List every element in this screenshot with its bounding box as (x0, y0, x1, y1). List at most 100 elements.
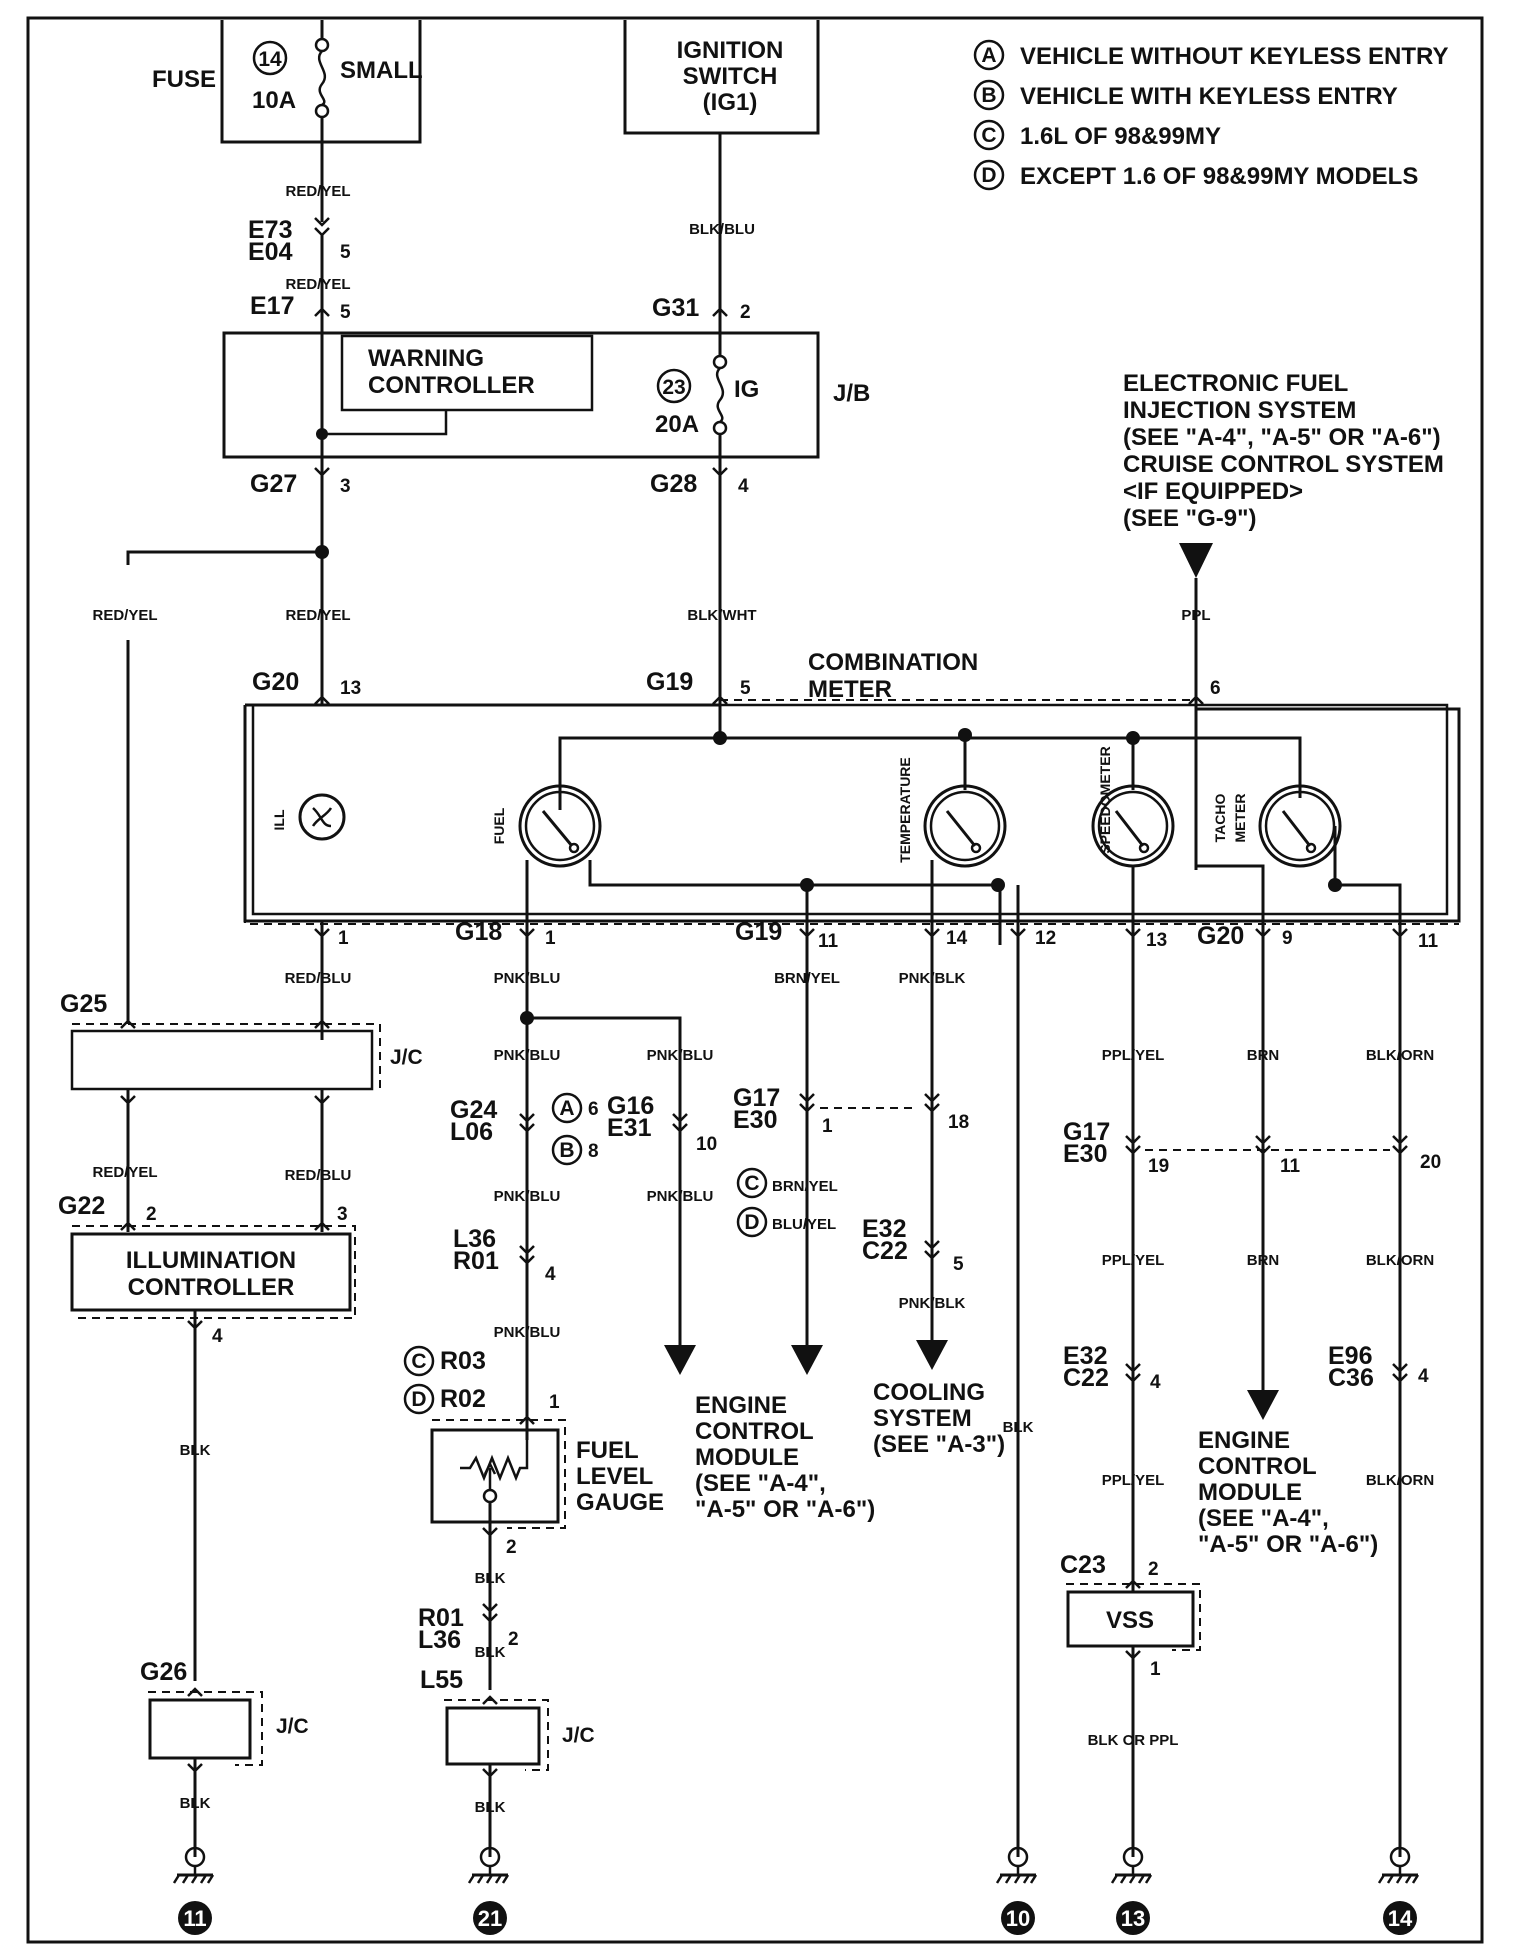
svg-text:4: 4 (1418, 1366, 1429, 1387)
ignition-switch: IGNITION SWITCH (IG1) (623, 20, 820, 135)
svg-text:<IF EQUIPPED>: <IF EQUIPPED> (1123, 478, 1303, 505)
svg-text:BLK OR PPL: BLK OR PPL (1088, 1732, 1179, 1749)
svg-text:8: 8 (588, 1141, 599, 1162)
conn-e30a: E30 (733, 1106, 777, 1134)
svg-text:6: 6 (588, 1099, 599, 1120)
ecm-note-1: ENGINE CONTROL MODULE (SEE "A-4", "A-5" … (695, 1392, 875, 1523)
svg-text:BRN/YEL: BRN/YEL (772, 1178, 838, 1195)
conn-g18: G18 (455, 918, 502, 946)
conn-l36a: L36 (453, 1225, 496, 1253)
svg-text:5: 5 (340, 302, 351, 323)
svg-text:(SEE "A-4",: (SEE "A-4", (1198, 1505, 1329, 1532)
svg-text:D: D (411, 1388, 426, 1411)
svg-text:"A-5" OR "A-6"): "A-5" OR "A-6") (695, 1496, 875, 1523)
conn-e30b: E30 (1063, 1140, 1107, 1168)
svg-text:BLK/WHT: BLK/WHT (687, 607, 756, 624)
conn-g25: G25 (60, 990, 107, 1018)
svg-text:MODULE: MODULE (1198, 1479, 1302, 1506)
illumination-controller: G22 2 3 ILLUMINATION CONTROLLER 4 (58, 1192, 356, 1347)
svg-text:4: 4 (212, 1326, 223, 1347)
svg-text:INJECTION SYSTEM: INJECTION SYSTEM (1123, 397, 1356, 424)
diagram-frame (26, 16, 1484, 1944)
svg-text:J/B: J/B (833, 380, 870, 407)
conn-g19b: G19 (735, 918, 782, 946)
svg-text:D: D (981, 164, 996, 187)
svg-text:1: 1 (338, 928, 349, 949)
svg-text:MODULE: MODULE (695, 1444, 799, 1471)
svg-text:1: 1 (1150, 1659, 1161, 1680)
svg-text:11: 11 (1418, 931, 1439, 952)
svg-text:ILL: ILL (271, 809, 287, 830)
svg-text:BLK/ORN: BLK/ORN (1366, 1252, 1434, 1269)
svg-text:PNK/BLU: PNK/BLU (494, 970, 561, 987)
svg-text:VEHICLE WITH KEYLESS ENTRY: VEHICLE WITH KEYLESS ENTRY (1020, 83, 1398, 110)
svg-text:14: 14 (946, 928, 968, 949)
svg-text:20A: 20A (655, 411, 699, 438)
svg-text:5: 5 (340, 242, 351, 263)
svg-text:11: 11 (818, 931, 839, 952)
svg-text:10: 10 (696, 1134, 717, 1155)
svg-text:6: 6 (1210, 678, 1221, 699)
fuse-box: FUSE 14 10A SMALL (152, 20, 423, 144)
svg-text:1: 1 (822, 1116, 833, 1137)
svg-text:BRN/YEL: BRN/YEL (774, 970, 840, 987)
legend: A VEHICLE WITHOUT KEYLESS ENTRY B VEHICL… (973, 39, 1448, 191)
svg-text:PPL/YEL: PPL/YEL (1102, 1047, 1165, 1064)
jc-g25: G25 J/C (60, 990, 423, 1105)
conn-e32b: E32 (1063, 1342, 1107, 1370)
svg-text:3: 3 (337, 1204, 348, 1225)
svg-text:METER: METER (808, 676, 892, 703)
svg-text:20: 20 (1420, 1152, 1441, 1173)
cooling-note: COOLING SYSTEM (SEE "A-3") (873, 1379, 1005, 1458)
svg-text:1.6L OF 98&99MY: 1.6L OF 98&99MY (1020, 123, 1221, 150)
conn-l06: L06 (450, 1118, 493, 1146)
conn-g17b: G17 (1063, 1118, 1110, 1146)
conn-g27: G27 (250, 470, 297, 498)
svg-text:BLK: BLK (180, 1795, 211, 1812)
conn-g20b: G20 (1197, 922, 1244, 950)
svg-text:RED/YEL: RED/YEL (285, 276, 350, 293)
conn-r02: R02 (440, 1385, 486, 1413)
svg-text:RED/YEL: RED/YEL (92, 607, 157, 624)
svg-text:C: C (981, 124, 996, 147)
ground-13: 13 (1110, 1846, 1153, 1935)
conn-l55: L55 (420, 1666, 463, 1694)
conn-r01b: R01 (418, 1604, 464, 1632)
conn-e32a: E32 (862, 1215, 906, 1243)
svg-text:COMBINATION: COMBINATION (808, 649, 978, 676)
svg-text:(SEE "A-4", "A-5" OR "A-6"): (SEE "A-4", "A-5" OR "A-6") (1123, 424, 1441, 451)
svg-text:BLK: BLK (475, 1799, 506, 1816)
ground-11: 11 (172, 1846, 215, 1935)
svg-text:(IG1): (IG1) (703, 89, 758, 116)
svg-text:CRUISE CONTROL SYSTEM: CRUISE CONTROL SYSTEM (1123, 451, 1444, 478)
svg-text:A: A (981, 44, 996, 67)
svg-text:FUSE: FUSE (152, 66, 216, 93)
svg-text:TACHO: TACHO (1212, 794, 1228, 843)
svg-text:BLK: BLK (180, 1442, 211, 1459)
conn-g24: G24 (450, 1096, 497, 1124)
efi-note: ELECTRONIC FUEL INJECTION SYSTEM (SEE "A… (1123, 370, 1444, 578)
svg-text:RED/BLU: RED/BLU (285, 1167, 352, 1184)
svg-text:1: 1 (545, 928, 556, 949)
conn-c22b: C22 (1063, 1364, 1109, 1392)
conn-c23: C23 (1060, 1551, 1106, 1579)
conn-g16: G16 (607, 1092, 654, 1120)
svg-text:21: 21 (478, 1906, 502, 1931)
svg-text:D: D (744, 1211, 759, 1234)
svg-text:13: 13 (1121, 1906, 1145, 1931)
conn-c22a: C22 (862, 1237, 908, 1265)
svg-text:2: 2 (508, 1629, 519, 1650)
svg-text:PPL/YEL: PPL/YEL (1102, 1472, 1165, 1489)
svg-text:BLK: BLK (475, 1570, 506, 1587)
svg-text:PNK/BLK: PNK/BLK (899, 970, 966, 987)
svg-text:VEHICLE WITHOUT KEYLESS ENTRY: VEHICLE WITHOUT KEYLESS ENTRY (1020, 43, 1448, 70)
conn-g22: G22 (58, 1192, 105, 1220)
svg-text:9: 9 (1282, 928, 1293, 949)
svg-text:VSS: VSS (1106, 1607, 1154, 1634)
svg-text:1: 1 (549, 1392, 560, 1413)
svg-text:CONTROLLER: CONTROLLER (128, 1274, 295, 1301)
svg-text:CONTROL: CONTROL (1198, 1453, 1317, 1480)
svg-text:A: A (559, 1097, 574, 1120)
jc-g26: G26 J/C (140, 1658, 309, 1773)
